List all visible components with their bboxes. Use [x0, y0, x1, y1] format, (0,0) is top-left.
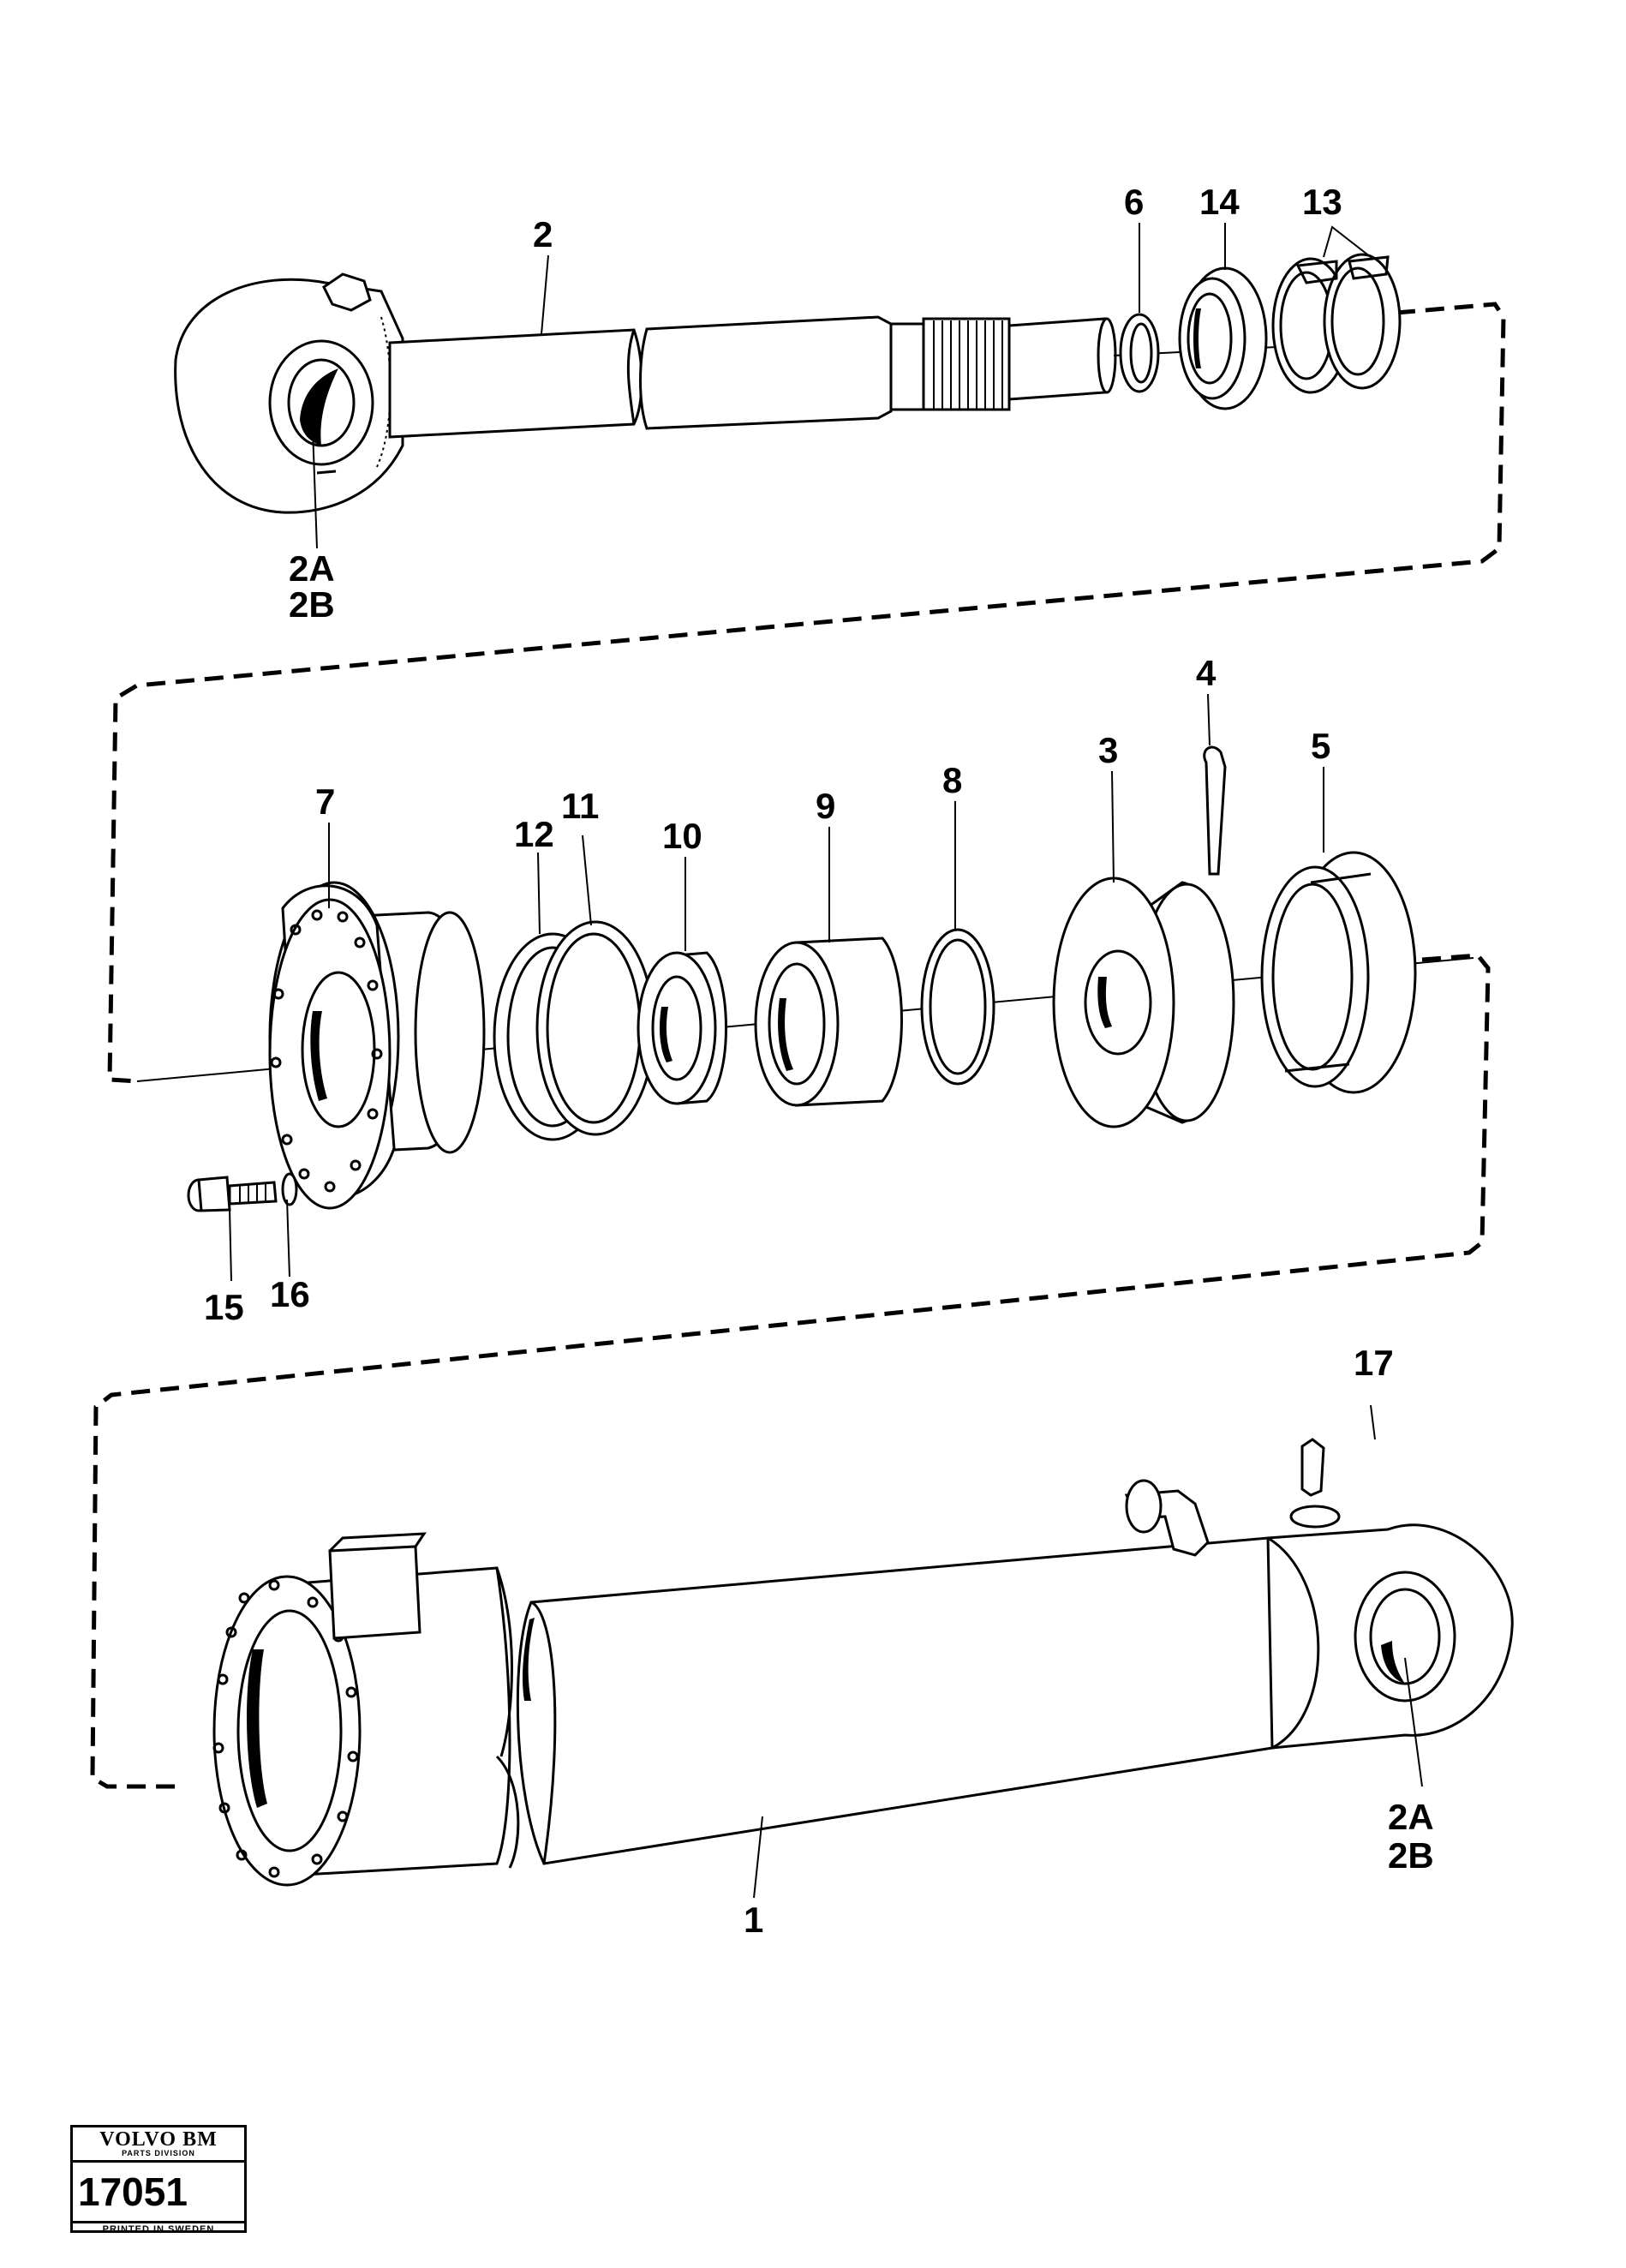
part-split-rings [1271, 253, 1402, 394]
part-wiper-rings [493, 920, 655, 1141]
callout-2a-bottom: 2A [1388, 1797, 1434, 1837]
callout-3: 3 [1098, 730, 1118, 770]
part-piston [1052, 877, 1235, 1128]
part-bushing-10 [637, 951, 727, 1105]
callout-12: 12 [514, 814, 554, 854]
volvo-bm-stamp: VOLVO BM PARTS DIVISION 17051 PRINTED IN… [70, 2125, 247, 2235]
callout-2: 2 [533, 214, 553, 254]
callout-7: 7 [315, 781, 335, 822]
callout-2b-top: 2B [289, 584, 335, 625]
callout-2a-top: 2A [289, 548, 335, 589]
callout-8: 8 [942, 760, 962, 800]
flange-bolt-holes [270, 909, 383, 1193]
part-ring-8 [920, 928, 995, 1086]
part-cylinder-barrel [212, 1438, 1514, 1887]
stamp-header: VOLVO BM PARTS DIVISION [73, 2127, 244, 2163]
callout-2b-bottom: 2B [1388, 1835, 1434, 1876]
stamp-brand: VOLVO BM [99, 2128, 218, 2151]
stamp-printed: PRINTED IN SWEDEN [102, 2224, 215, 2235]
callout-4: 4 [1196, 653, 1217, 693]
assembly-dashed-path [90, 302, 1506, 1789]
callout-1: 1 [744, 1900, 763, 1940]
part-cotter-pin [1203, 745, 1227, 876]
callout-5: 5 [1311, 726, 1330, 766]
part-guide-sleeve [754, 937, 903, 1107]
callout-6: 6 [1124, 182, 1144, 222]
callout-11: 11 [561, 786, 599, 826]
part-piston-seal [1260, 851, 1417, 1094]
callout-15: 15 [204, 1287, 244, 1327]
stamp-number: 17051 [73, 2163, 244, 2223]
stamp-division: PARTS DIVISION [122, 2149, 195, 2157]
part-piston-rod [174, 272, 1277, 514]
leader-lines [229, 223, 1423, 1899]
callout-9: 9 [816, 786, 835, 826]
callout-13: 13 [1302, 182, 1342, 222]
part-screw-washer [187, 1172, 298, 1212]
callout-17: 17 [1354, 1343, 1394, 1383]
callout-14: 14 [1199, 182, 1240, 222]
thread-lines [933, 320, 1003, 410]
part-seal-14 [1178, 266, 1268, 410]
part-gland-flange [268, 881, 486, 1210]
callout-16: 16 [270, 1274, 310, 1314]
part-snap-ring [1119, 313, 1160, 393]
callout-labels: 2 2A 2B 6 14 13 4 3 5 7 12 11 10 9 8 15 … [204, 182, 1434, 1940]
callout-10: 10 [662, 816, 702, 856]
